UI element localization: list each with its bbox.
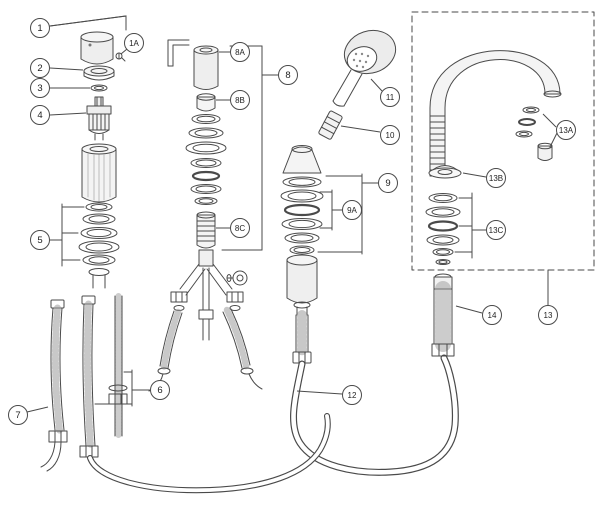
bracket-line-9 [317,173,363,255]
supply-hose-left [40,268,110,472]
bracket-line-5 [61,203,85,267]
bracket-line-6 [94,369,133,407]
routing-hose-right [290,354,459,476]
washer-stack-spout [425,193,461,265]
holder-cone-part [282,145,322,174]
callout-13C: 13C [472,220,506,240]
svg-text:1: 1 [37,23,42,34]
bracket-line-1 [49,15,127,31]
faucet-body-part [81,143,117,203]
callout-6: 6 [132,380,170,400]
diverter-hose-right [222,306,263,390]
svg-text:4: 4 [37,110,42,121]
svg-text:8B: 8B [235,96,245,105]
svg-text:13A: 13A [559,126,574,135]
svg-text:8C: 8C [235,224,245,233]
diverter-body-part [179,249,248,341]
wall-bracket-part [167,39,190,67]
svg-text:13B: 13B [489,174,503,183]
handshower-part [332,29,397,107]
svg-text:9: 9 [385,178,390,189]
cap-part [83,65,115,81]
callout-14: 14 [455,305,502,325]
callout-8: 8 [262,65,298,85]
retainer-ring-part [90,84,108,92]
callout-13A: 13A [542,113,576,140]
callout-9A: 9A [332,200,362,220]
shower-hose-part [292,301,312,364]
svg-text:2: 2 [37,63,42,74]
callout-13: 13 [538,270,558,325]
bracket-line-13c [454,192,473,259]
gooseneck-spout-part [429,50,562,177]
hose-connector-part [318,110,343,140]
callout-5: 5 [30,230,62,250]
diverter-nuts [170,291,244,311]
escutcheon-part [428,165,462,179]
svg-text:1A: 1A [129,39,139,48]
spout-shank-part [431,273,455,357]
spacer-part [196,93,216,112]
washer-stack-left [78,202,120,266]
spout-option-box [411,11,595,271]
svg-text:13C: 13C [489,226,504,235]
svg-text:8: 8 [285,70,290,81]
svg-text:13: 13 [544,311,553,320]
supply-hose-middle [79,295,99,458]
handle-part [80,31,114,65]
callout-1A: 1A [120,33,144,55]
callout-7: 7 [8,405,49,425]
svg-text:9A: 9A [347,206,357,215]
aerator-parts [515,106,558,161]
diverter-hose-left [148,308,183,392]
mounting-stud-part [108,293,128,439]
svg-text:11: 11 [386,93,395,102]
callout-layer: 1 1A 2 3 4 5 6 7 8 8A 8B 8C 9 9A 10 11 12 13 13A 13B 13C 14 [8,15,576,425]
callout-12: 12 [296,385,362,405]
callout-4: 4 [30,105,87,125]
routing-hose-left [87,413,331,494]
callout-13B: 13B [462,168,506,188]
callout-11: 11 [370,78,400,107]
svg-text:8A: 8A [235,48,245,57]
callout-3: 3 [30,78,90,98]
callout-10: 10 [340,125,400,145]
washer-stack-middle [185,114,227,205]
callout-8B: 8B [216,90,250,110]
callout-2: 2 [30,58,84,78]
callout-1: 1 [30,15,127,38]
outlet-cylinder-part [286,254,318,304]
svg-text:5: 5 [37,235,42,246]
callout-9: 9 [362,173,398,193]
callout-8A: 8A [219,42,250,62]
callout-8C: 8C [216,218,250,238]
washer-stack-shower [280,176,324,255]
svg-text:7: 7 [15,410,20,421]
handle-screw-part [115,52,126,62]
adapter-part [196,211,216,249]
riser-tube-part [193,45,219,90]
svg-text:14: 14 [488,311,497,320]
svg-text:12: 12 [348,391,357,400]
svg-text:3: 3 [37,83,42,94]
svg-text:10: 10 [386,131,395,140]
svg-text:6: 6 [157,385,162,396]
cartridge-part [86,96,112,141]
